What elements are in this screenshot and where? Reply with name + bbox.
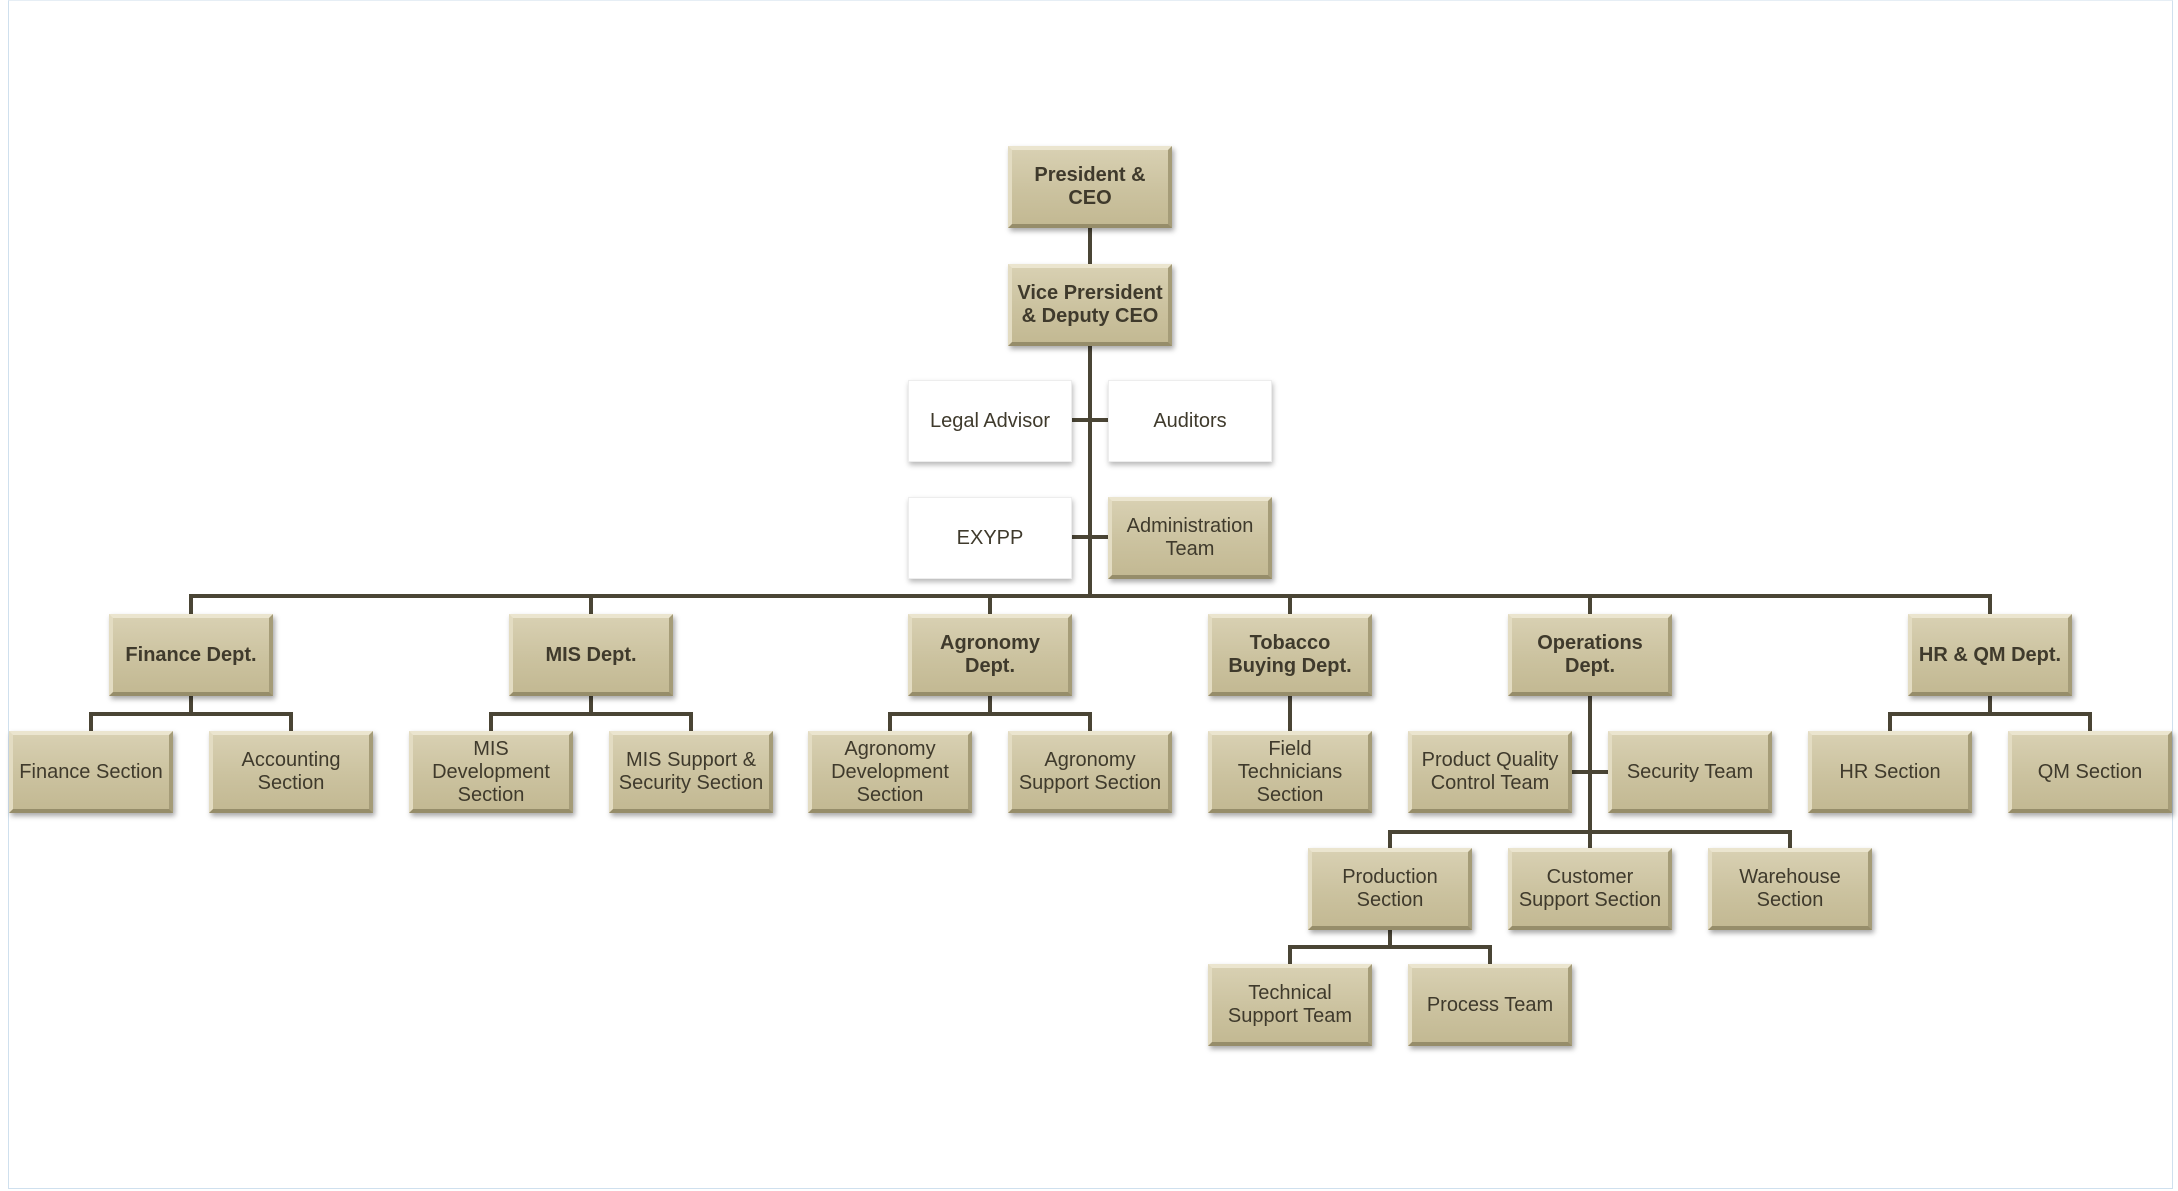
process-team-box: Process Team [1408, 964, 1572, 1046]
mis-dept-box: MIS Dept. [509, 614, 673, 696]
administration-team-box: Administration Team [1108, 497, 1272, 579]
product-quality-control-team-box: Product Quality Control Team [1408, 731, 1572, 813]
qm-section-box: QM Section [2008, 731, 2172, 813]
operations-dept-box: Operations Dept. [1508, 614, 1672, 696]
security-team-box: Security Team [1608, 731, 1772, 813]
exypp-box: EXYPP [908, 497, 1072, 579]
warehouse-section-box: Warehouse Section [1708, 848, 1872, 930]
vice-president-box: Vice Prersident & Deputy CEO [1008, 264, 1172, 346]
field-technicians-section-box: Field Technicians Section [1208, 731, 1372, 813]
production-section-box: Production Section [1308, 848, 1472, 930]
auditors-box: Auditors [1108, 380, 1272, 462]
hr-qm-dept-box: HR & QM Dept. [1908, 614, 2072, 696]
agronomy-dept-box: Agronomy Dept. [908, 614, 1072, 696]
finance-dept-box: Finance Dept. [109, 614, 273, 696]
finance-section-box: Finance Section [9, 731, 173, 813]
accounting-section-box: Accounting Section [209, 731, 373, 813]
customer-support-section-box: Customer Support Section [1508, 848, 1672, 930]
technical-support-team-box: Technical Support Team [1208, 964, 1372, 1046]
tobacco-buying-dept-box: Tobacco Buying Dept. [1208, 614, 1372, 696]
mis-development-section-box: MIS Development Section [409, 731, 573, 813]
mis-support-security-section-box: MIS Support & Security Section [609, 731, 773, 813]
hr-section-box: HR Section [1808, 731, 1972, 813]
agronomy-development-section-box: Agronomy Development Section [808, 731, 972, 813]
agronomy-support-section-box: Agronomy Support Section [1008, 731, 1172, 813]
legal-advisor-box: Legal Advisor [908, 380, 1072, 462]
ceo-box: President & CEO [1008, 146, 1172, 228]
